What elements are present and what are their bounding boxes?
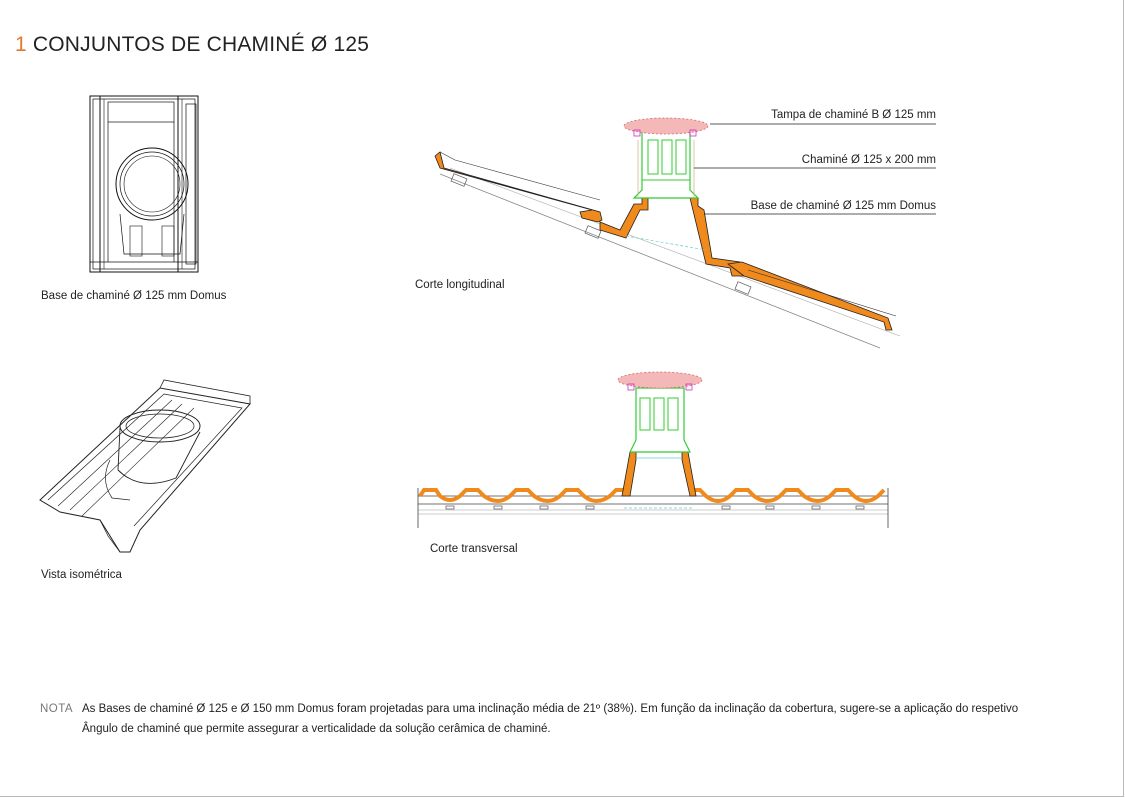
note-text: As Bases de chaminé Ø 125 e Ø 150 mm Dom… [82,703,1019,735]
longitudinal-section [434,117,936,349]
callout-base: Base de chaminé Ø 125 mm Domus [750,200,936,212]
base-plan-drawing [89,95,199,273]
note-label: NOTA [40,703,74,715]
isometric-drawing [39,379,251,553]
transversal-section [417,371,889,528]
caption-isometric: Vista isométrica [41,569,122,581]
caption-base: Base de chaminé Ø 125 mm Domus [41,290,227,302]
callout-tampa: Tampa de chaminé B Ø 125 mm [771,109,936,121]
section-title: CONJUNTOS DE CHAMINÉ Ø 125 [32,33,370,56]
caption-longitudinal: Corte longitudinal [415,279,505,291]
section-number: 1 [15,33,27,56]
note-block: NOTA As Bases de chaminé Ø 125 e Ø 150 m… [40,699,1040,739]
caption-transversal: Corte transversal [430,543,518,555]
callout-chamine: Chaminé Ø 125 x 200 mm [801,154,936,166]
